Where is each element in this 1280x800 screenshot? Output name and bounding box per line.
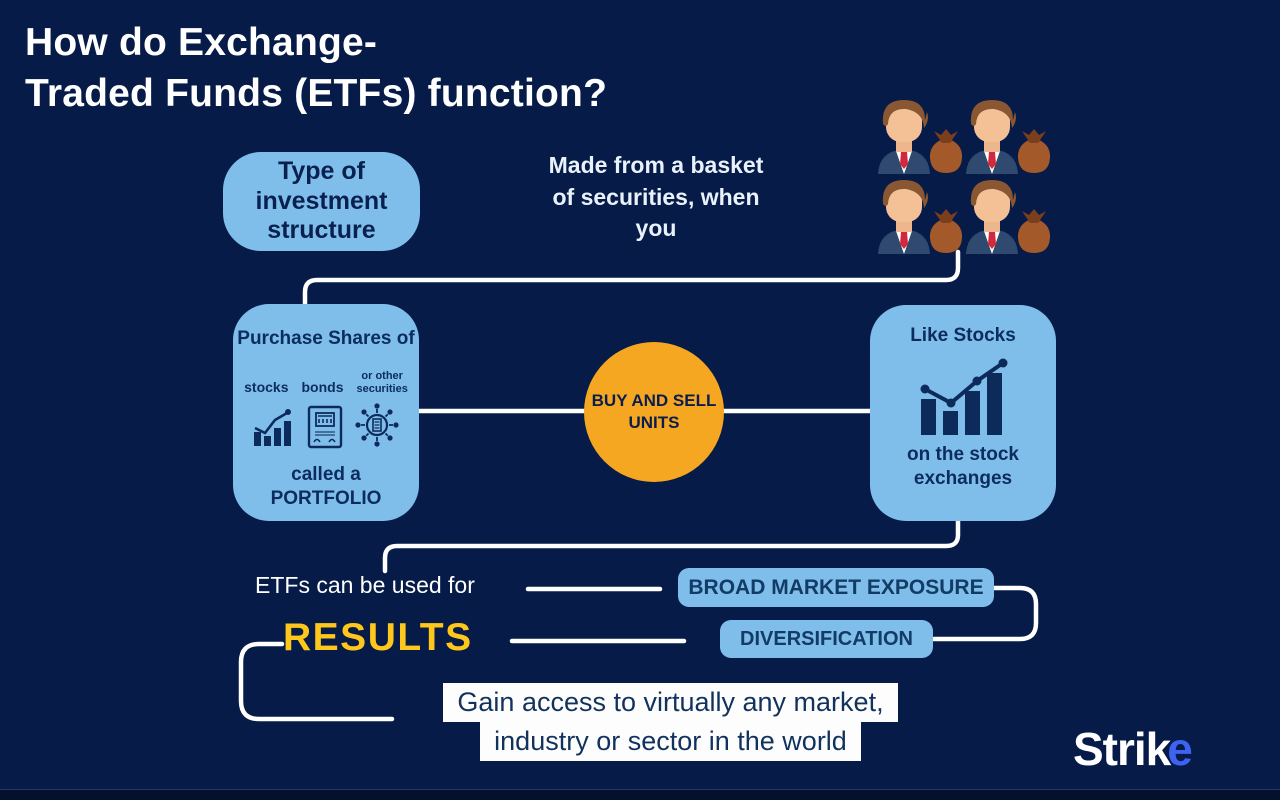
investor-moneybag-icon xyxy=(964,176,1052,254)
investor-moneybag-icon xyxy=(876,96,964,174)
securities-labels: stocks bonds or other securities xyxy=(244,370,408,395)
buy-sell-units-circle: BUY AND SELL UNITS xyxy=(584,342,724,482)
gain-access-line-1: Gain access to virtually any market, xyxy=(443,683,898,723)
strike-logo-text: Strik xyxy=(1073,723,1171,775)
other-securities-network-icon xyxy=(355,403,399,447)
like-stocks-label: Like Stocks xyxy=(910,325,1016,346)
page-title: How do Exchange- Traded Funds (ETFs) fun… xyxy=(25,21,608,115)
connector-results-to-gain xyxy=(238,641,395,722)
money-bag-icon xyxy=(1017,129,1051,173)
money-bag-icon xyxy=(1017,209,1051,253)
strike-logo: Strike xyxy=(1073,722,1193,776)
type-of-investment-box: Type of investment structure xyxy=(223,152,420,251)
connector-broad-to-diversification xyxy=(931,585,1039,642)
strike-logo-accent: e xyxy=(1167,723,1193,775)
stock-exchanges-label: on the stock exchanges xyxy=(907,444,1019,489)
purchase-title: Purchase Shares of xyxy=(237,328,415,349)
purchase-shares-box: Purchase Shares of stocks bonds or other… xyxy=(233,304,419,521)
made-from-basket-text: Made from a basket of securities, when y… xyxy=(548,152,764,242)
person-icon xyxy=(966,180,1018,254)
broad-market-exposure-pill: BROAD MARKET EXPOSURE xyxy=(678,568,994,607)
bottom-edge-bar xyxy=(0,789,1280,800)
bond-certificate-icon xyxy=(307,406,343,449)
bonds-label: bonds xyxy=(301,379,344,396)
other-securities-label: or other securities xyxy=(356,370,408,395)
investors-group xyxy=(876,96,1052,254)
connector-people-to-purchase xyxy=(302,249,961,307)
etfs-used-for-text: ETFs can be used for xyxy=(255,572,475,598)
stock-exchange-chart-icon xyxy=(920,358,1008,435)
money-bag-icon xyxy=(929,129,963,173)
stocks-label: stocks xyxy=(244,379,289,396)
investor-moneybag-icon xyxy=(964,96,1052,174)
like-stocks-box: Like Stocks on the stock exchanges xyxy=(870,305,1056,521)
gain-access-box: Gain access to virtually any market, ind… xyxy=(398,683,943,762)
diversification-pill: DIVERSIFICATION xyxy=(720,620,933,658)
gain-access-line-2: industry or sector in the world xyxy=(480,722,861,762)
portfolio-label: called a PORTFOLIO xyxy=(270,464,382,510)
results-heading: RESULTS xyxy=(283,616,473,659)
connector-like-to-usedfor xyxy=(382,518,961,574)
person-icon xyxy=(878,180,930,254)
person-icon xyxy=(878,100,930,174)
person-icon xyxy=(966,100,1018,174)
investor-moneybag-icon xyxy=(876,176,964,254)
securities-icons xyxy=(251,401,401,449)
stocks-chart-icon xyxy=(254,409,291,447)
money-bag-icon xyxy=(929,209,963,253)
